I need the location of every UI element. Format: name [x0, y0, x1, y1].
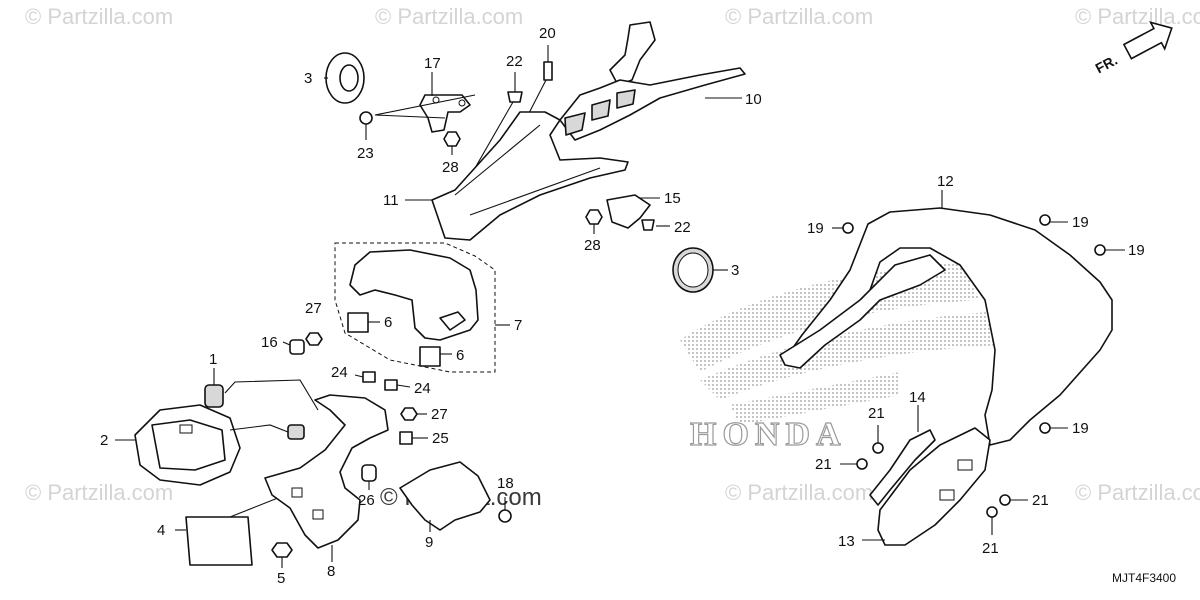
callout-19-top: 19 — [1072, 214, 1089, 231]
callout-3-ring: 3 — [731, 262, 739, 279]
callout-21-d: 21 — [982, 540, 999, 557]
callout-11: 11 — [383, 192, 399, 209]
watermark-bottom-3: © Partzilla.com — [725, 480, 873, 505]
part-3-grommet-ring — [672, 247, 728, 293]
part-5-nut — [271, 542, 293, 568]
callout-12: 12 — [937, 173, 954, 190]
part-28-nut-right — [585, 209, 603, 225]
callout-24-left: 24 — [331, 364, 348, 381]
part-7-tail-cover — [349, 249, 479, 341]
part-24-clip-left — [354, 371, 376, 383]
callout-9: 9 — [425, 534, 433, 551]
callout-6-lower: 6 — [456, 347, 464, 364]
part-18-bolt — [498, 497, 512, 523]
callout-3-upper: 3 — [304, 70, 312, 87]
part-19-screw-left — [832, 222, 854, 234]
callout-19-right: 19 — [1128, 242, 1145, 259]
part-19-screw-lower — [1039, 422, 1068, 434]
callout-8: 8 — [327, 563, 335, 580]
callout-1: 1 — [209, 351, 217, 368]
part-11-inner-fender — [405, 111, 629, 241]
part-6-tape-lower — [419, 346, 452, 367]
callout-22-upper: 22 — [506, 53, 523, 70]
callout-7: 7 — [514, 317, 522, 334]
part-13-lower-cover — [862, 427, 991, 546]
callout-13: 13 — [838, 533, 855, 550]
part-24-clip-right — [384, 379, 411, 391]
part-21-screw-b — [840, 458, 868, 470]
part-7-assembly-outline — [334, 242, 510, 373]
part-12-rear-cowl — [779, 190, 1113, 446]
part-6-tape-upper — [347, 312, 380, 333]
part-17-bracket — [374, 72, 476, 133]
part-2-tail-light — [115, 379, 319, 486]
part-14-bracket — [869, 405, 936, 506]
callout-20: 20 — [539, 25, 556, 42]
background-logo-text: HONDA — [690, 416, 847, 453]
part-8-license-bracket — [264, 394, 389, 562]
part-4-reflector — [175, 489, 299, 566]
callout-14: 14 — [909, 389, 926, 406]
callout-28-upper: 28 — [442, 159, 459, 176]
part-27-nut-lower — [400, 407, 427, 421]
callout-16: 16 — [261, 334, 278, 351]
callout-27-upper: 27 — [305, 300, 322, 317]
callout-10: 10 — [745, 91, 762, 108]
part-21-screw-c — [999, 494, 1028, 506]
callout-19-lower: 19 — [1072, 420, 1089, 437]
part-16-grommet — [282, 339, 305, 355]
watermark-bottom-4: © Partzilla.com — [1075, 480, 1200, 505]
callout-21-c: 21 — [1032, 492, 1049, 509]
part-9-splash-guard — [399, 461, 491, 532]
part-15-bracket — [606, 194, 660, 229]
diagram-code: MJT4F3400 — [1112, 571, 1176, 585]
callout-19-left: 19 — [807, 220, 824, 237]
callout-23: 23 — [357, 145, 374, 162]
watermark-top-4: © Partzilla.com — [1075, 4, 1200, 29]
callout-labels: 3 17 23 28 20 22 10 11 15 22 28 3 7 6 6 … — [100, 25, 1145, 587]
watermark-top-1: © Partzilla.com — [25, 4, 173, 29]
callout-28-right: 28 — [584, 237, 601, 254]
watermark-top-2: © Partzilla.com — [375, 4, 523, 29]
part-1-bulb-socket — [204, 368, 224, 408]
callout-4: 4 — [157, 522, 165, 539]
part-26-collar — [361, 464, 377, 490]
part-21-screw-a — [872, 425, 884, 454]
part-19-screw-right — [1094, 244, 1125, 256]
part-27-nut-upper — [305, 332, 323, 346]
part-19-screw-top — [1039, 214, 1068, 226]
callout-6-upper: 6 — [384, 314, 392, 331]
callout-25: 25 — [432, 430, 449, 447]
callout-2: 2 — [100, 432, 108, 449]
part-28-nut-upper — [443, 131, 461, 147]
callout-27-lower: 27 — [431, 406, 448, 423]
callout-18: 18 — [497, 475, 514, 492]
part-10-seat-rail-bracket — [559, 21, 746, 141]
part-3-grommet-upper — [324, 52, 365, 104]
callout-17: 17 — [424, 55, 441, 72]
direction-label: FR. — [1093, 52, 1120, 77]
callout-22-right: 22 — [674, 219, 691, 236]
part-23-screw — [359, 111, 373, 140]
callout-24-right: 24 — [414, 380, 431, 397]
watermark-top-3: © Partzilla.com — [725, 4, 873, 29]
part-25-clip — [399, 431, 428, 445]
watermark-bottom-1: © Partzilla.com — [25, 480, 173, 505]
callout-15: 15 — [664, 190, 681, 207]
callout-21-b: 21 — [815, 456, 832, 473]
part-22-clip-right — [641, 219, 670, 231]
part-21-screw-d — [986, 506, 998, 535]
callout-21-a: 21 — [868, 405, 885, 422]
callout-26: 26 — [358, 492, 375, 509]
callout-5: 5 — [277, 570, 285, 587]
